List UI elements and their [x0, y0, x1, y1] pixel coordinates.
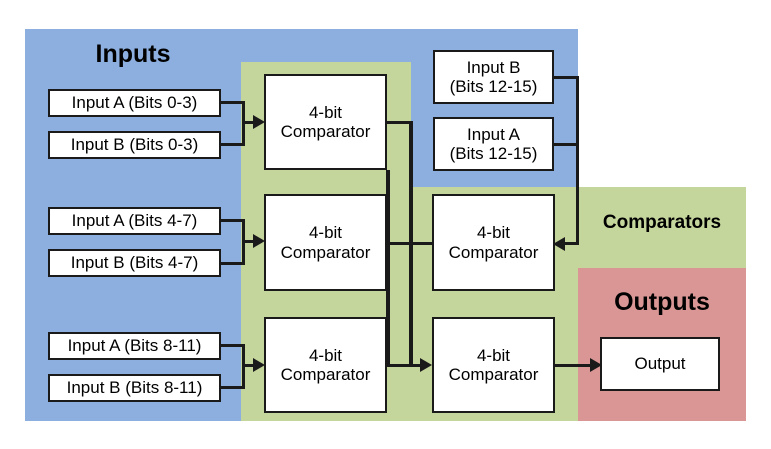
wire-a03-horizontal	[219, 101, 245, 104]
arrowhead-cmp5-input	[420, 358, 432, 372]
input-box-b-0-3[interactable]: Input B (Bits 0-3)	[48, 131, 221, 159]
region-comparators-far-right	[578, 187, 746, 268]
input-box-a-8-11[interactable]: Input A (Bits 8-11)	[48, 332, 221, 360]
comparator-box-2[interactable]: 4-bit Comparator	[264, 194, 387, 291]
wire-group1-to-cmp1	[242, 121, 258, 124]
wire-a1215-horizontal	[551, 143, 579, 146]
arrowhead-output-input	[590, 358, 602, 372]
arrowhead-cmp4-input	[553, 237, 565, 251]
wire-cmp2-output-horizontal	[384, 242, 432, 245]
input-box-b-8-11[interactable]: Input B (Bits 8-11)	[48, 374, 221, 402]
wire-a811-horizontal	[219, 344, 245, 347]
input-box-a-12-15[interactable]: Input A (Bits 12-15)	[433, 117, 554, 171]
input-box-b-12-15[interactable]: Input B (Bits 12-15)	[433, 50, 554, 104]
comparator-box-1[interactable]: 4-bit Comparator	[264, 74, 387, 170]
arrowhead-cmp3-input	[253, 358, 265, 372]
arrowhead-cmp1-input	[253, 115, 265, 129]
comparator-box-4[interactable]: 4-bit Comparator	[432, 194, 555, 291]
wire-b1215-horizontal	[551, 76, 579, 79]
input-box-b-4-7[interactable]: Input B (Bits 4-7)	[48, 249, 221, 277]
input-box-a-0-3[interactable]: Input A (Bits 0-3)	[48, 89, 221, 117]
wire-cmp4-output-vertical	[386, 170, 390, 366]
comparator-box-3[interactable]: 4-bit Comparator	[264, 317, 387, 413]
wire-group4-down-to-cmp4	[576, 110, 579, 245]
wire-cmp1-output-horizontal	[384, 121, 412, 124]
comparator-box-5[interactable]: 4-bit Comparator	[432, 317, 555, 413]
wire-b47-horizontal	[219, 262, 245, 265]
wire-cmp5-output-horizontal	[553, 364, 598, 367]
wire-b03-horizontal	[219, 143, 245, 146]
input-box-a-4-7[interactable]: Input A (Bits 4-7)	[48, 207, 221, 235]
wire-group3-to-cmp3	[242, 364, 258, 367]
region-inputs-top-strip	[241, 29, 411, 62]
arrowhead-cmp2-input	[253, 234, 265, 248]
wire-b811-horizontal	[219, 386, 245, 389]
wire-group2-to-cmp2	[242, 240, 258, 243]
region-label-comparators: Comparators	[602, 212, 722, 233]
wire-group4-into-cmp4	[565, 242, 579, 245]
region-label-inputs: Inputs	[95, 40, 171, 68]
wire-a47-horizontal	[219, 219, 245, 222]
region-label-outputs: Outputs	[614, 288, 710, 316]
output-box[interactable]: Output	[600, 337, 720, 391]
wire-cmp3-output-horizontal	[384, 364, 426, 367]
